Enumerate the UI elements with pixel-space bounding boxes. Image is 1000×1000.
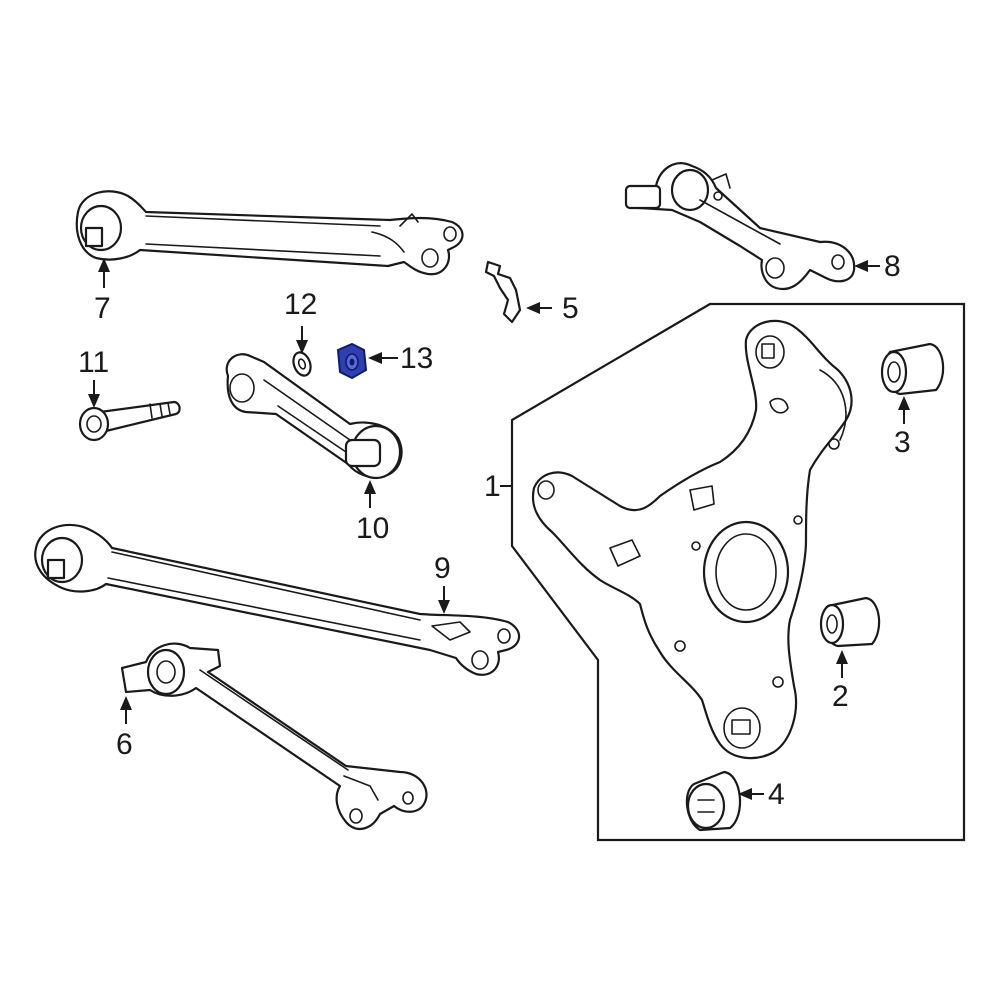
- callout-1: 1: [484, 470, 501, 503]
- callout-6: 6: [116, 728, 133, 761]
- callout-9: 9: [434, 552, 451, 585]
- callout-10: 10: [356, 512, 389, 545]
- leader-lines: [88, 258, 910, 800]
- callout-11: 11: [78, 346, 109, 379]
- part-2-bushing[interactable]: [819, 596, 881, 648]
- callout-3: 3: [894, 426, 911, 459]
- part-4-bushing[interactable]: [685, 770, 742, 832]
- part-3-bushing[interactable]: [880, 342, 945, 396]
- part-10-toe-link[interactable]: [225, 353, 403, 480]
- part-9-lower-arm[interactable]: [34, 523, 521, 676]
- part-12-washer[interactable]: [290, 350, 313, 378]
- assembly-frame: [510, 302, 966, 842]
- part-6-trailing-arm[interactable]: [120, 642, 428, 831]
- callout-13: 13: [400, 342, 433, 375]
- part-8-upper-arm[interactable]: [624, 162, 856, 291]
- callout-12: 12: [284, 288, 317, 321]
- part-11-bolt[interactable]: [78, 400, 181, 442]
- callout-7: 7: [94, 292, 111, 325]
- part-7-control-arm[interactable]: [75, 190, 464, 276]
- part-5-bracket[interactable]: [484, 260, 522, 324]
- part-1-knuckle[interactable]: [531, 319, 853, 760]
- callout-2: 2: [832, 680, 849, 713]
- callout-8: 8: [884, 250, 901, 283]
- callout-4: 4: [768, 778, 785, 811]
- callout-5: 5: [562, 292, 579, 325]
- part-13-nut[interactable]: [336, 342, 368, 380]
